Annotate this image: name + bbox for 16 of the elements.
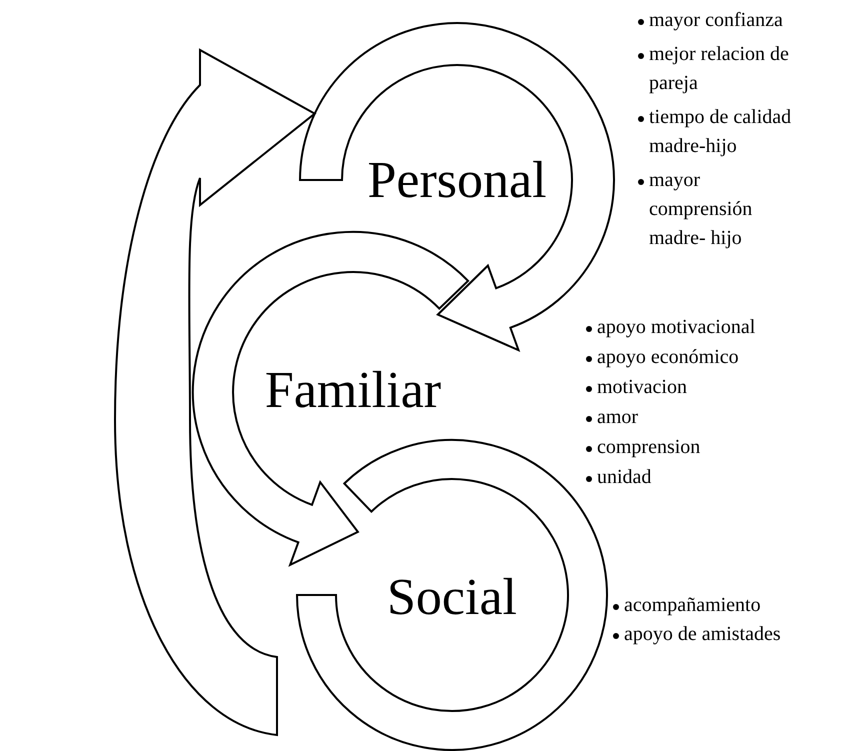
bullet-item: amor bbox=[597, 406, 638, 428]
bullet-item: mayor confianza bbox=[649, 9, 783, 31]
curved-block-arrow bbox=[114, 49, 316, 736]
stage-title: Familiar bbox=[264, 365, 442, 417]
stage-title: Social bbox=[387, 572, 517, 624]
bullet-item: motivacion bbox=[597, 376, 687, 398]
bullet-item: acompañamiento bbox=[624, 594, 761, 616]
bullet-item: apoyo de amistades bbox=[624, 623, 781, 645]
bullet-item: apoyo económico bbox=[597, 346, 739, 368]
bullet-item: unidad bbox=[597, 466, 652, 488]
bullet-item: comprension bbox=[597, 436, 700, 458]
stage-title: Personal bbox=[367, 155, 547, 207]
bullet-item: mayor comprensión madre- hijo bbox=[649, 169, 752, 249]
bullet-item: apoyo motivacional bbox=[597, 316, 756, 338]
curved-block-arrow bbox=[192, 230, 470, 566]
curved-block-arrow bbox=[299, 22, 615, 352]
